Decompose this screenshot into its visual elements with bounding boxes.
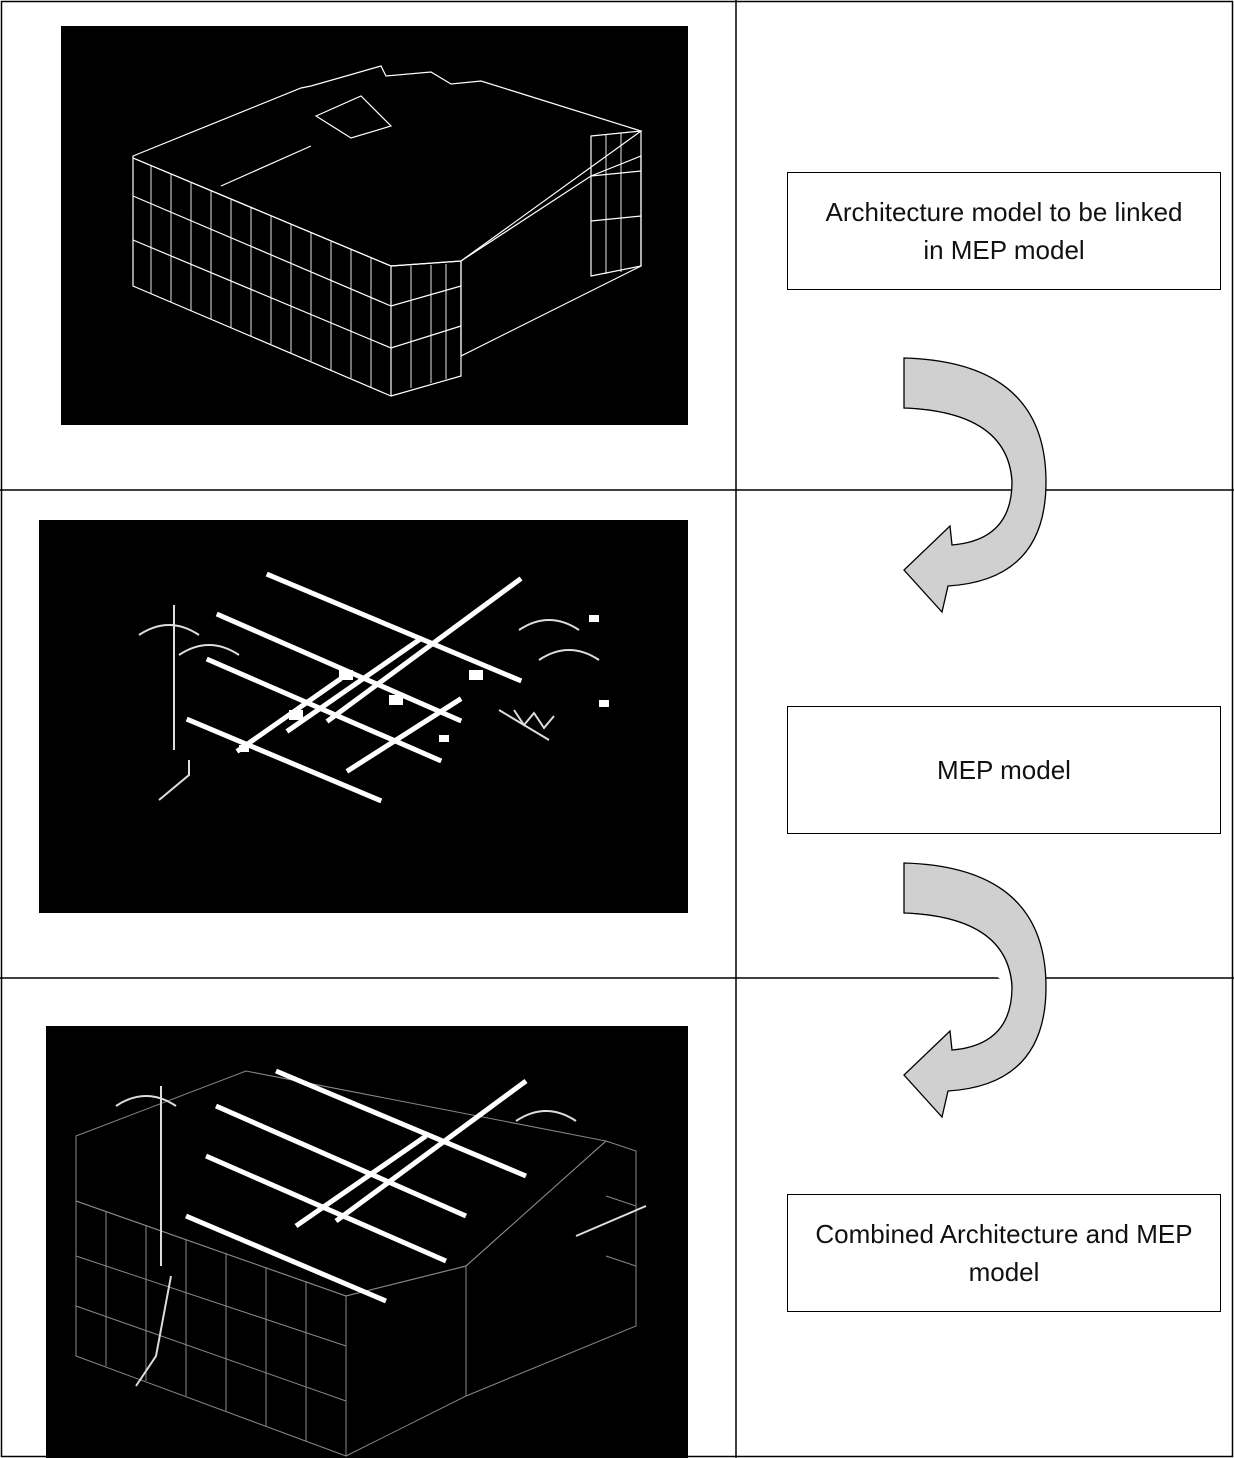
label-mep-model: MEP model bbox=[787, 706, 1221, 834]
curved-arrow-icon bbox=[903, 862, 1047, 1119]
curved-arrow-icon bbox=[903, 357, 1047, 614]
label-architecture-model: Architecture model to be linked in MEP m… bbox=[787, 172, 1221, 290]
mep-model-image bbox=[39, 520, 688, 913]
combined-model-image bbox=[46, 1026, 688, 1458]
architecture-model-image bbox=[61, 26, 688, 425]
label-combined-model: Combined Architecture and MEP model bbox=[787, 1194, 1221, 1312]
